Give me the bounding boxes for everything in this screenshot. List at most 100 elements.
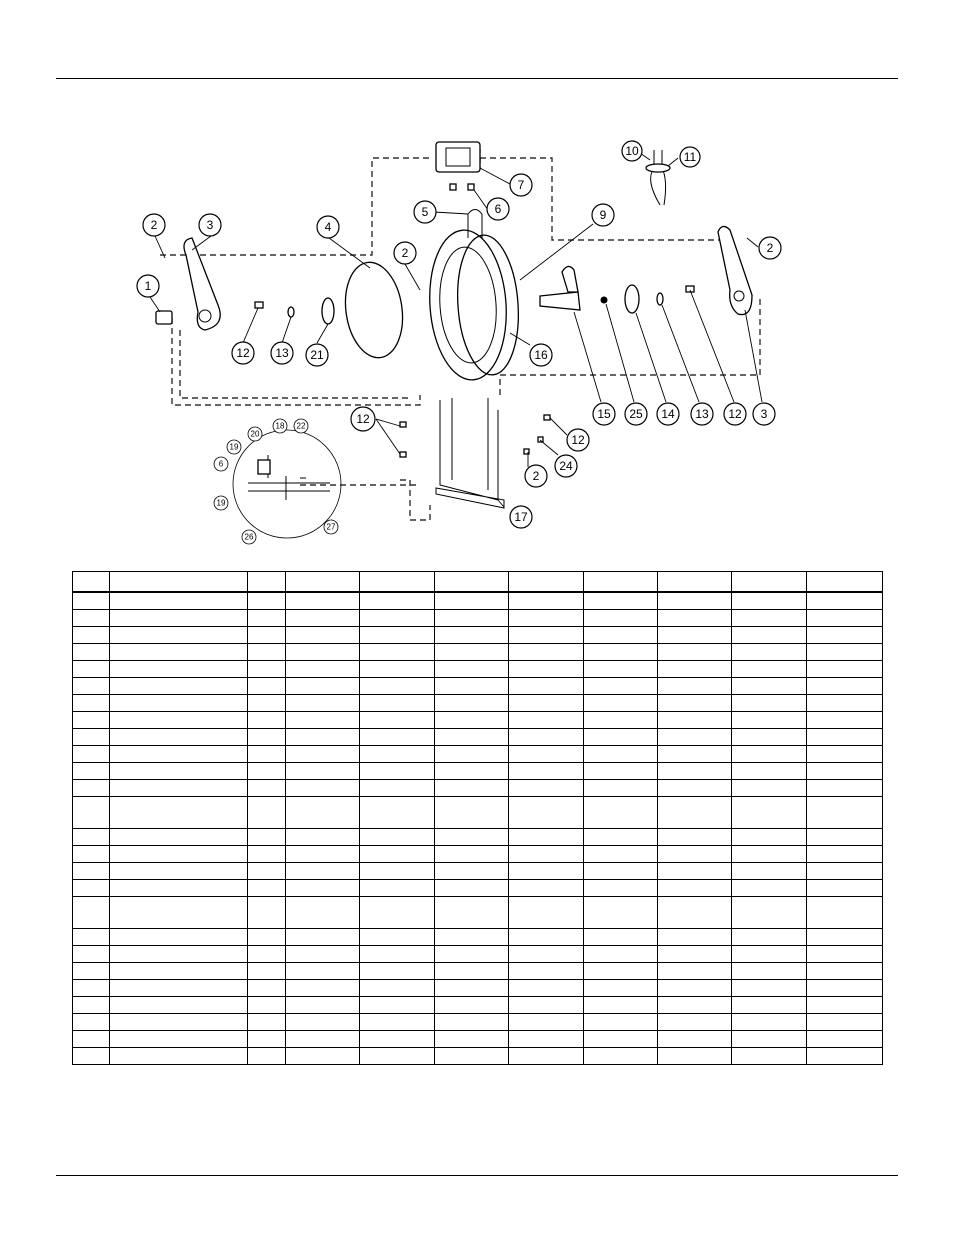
table-cell xyxy=(359,1013,435,1031)
table-cell xyxy=(359,591,435,610)
table-cell xyxy=(657,796,732,829)
table-cell xyxy=(109,796,248,829)
table-cell xyxy=(508,845,584,863)
table-cell xyxy=(657,677,732,695)
table-cell xyxy=(359,828,435,846)
table-cell xyxy=(359,945,435,963)
table-cell xyxy=(434,796,509,829)
table-cell xyxy=(109,862,248,880)
part-6-bolts xyxy=(449,183,457,191)
table-cell xyxy=(806,845,883,863)
table-cell xyxy=(657,928,732,946)
callout-17: 17 xyxy=(509,505,533,529)
table-row xyxy=(72,845,883,863)
table-cell xyxy=(657,609,732,627)
svg-text:6: 6 xyxy=(495,202,502,216)
callout-3: 3 xyxy=(198,213,222,237)
callout-3b: 3 xyxy=(752,402,776,426)
table-cell xyxy=(247,796,286,829)
table-cell xyxy=(806,728,883,746)
table-cell xyxy=(731,779,807,797)
table-row xyxy=(72,762,883,780)
table-cell xyxy=(731,711,807,729)
table-cell xyxy=(109,962,248,980)
table-row xyxy=(72,896,883,929)
part-4-side-plate xyxy=(344,261,404,359)
table-cell xyxy=(508,643,584,661)
table-cell xyxy=(109,609,248,627)
table-cell xyxy=(434,979,509,997)
part-3-right-arm xyxy=(717,225,753,316)
table-cell xyxy=(657,694,732,712)
table-cell xyxy=(731,591,807,610)
callout-5: 5 xyxy=(413,200,437,224)
svg-text:7: 7 xyxy=(518,178,525,192)
table-cell xyxy=(508,1013,584,1031)
table-row xyxy=(72,609,883,627)
table-cell xyxy=(583,879,658,897)
table-cell xyxy=(583,862,658,880)
table-cell xyxy=(731,626,807,644)
table-row xyxy=(72,660,883,678)
table-cell xyxy=(285,879,360,897)
table-cell xyxy=(806,828,883,846)
table-row xyxy=(72,1013,883,1031)
table-cell xyxy=(109,979,248,997)
table-cell xyxy=(806,643,883,661)
part-16-reel-front xyxy=(429,229,507,381)
table-cell xyxy=(806,677,883,695)
top-rule xyxy=(56,78,898,79)
table-cell xyxy=(247,1013,286,1031)
callout-18: 18 xyxy=(272,418,288,434)
svg-text:2: 2 xyxy=(402,246,409,260)
table-cell xyxy=(731,643,807,661)
part-14-hub-right xyxy=(624,284,640,314)
table-cell xyxy=(508,896,584,929)
table-row xyxy=(72,862,883,880)
table-cell xyxy=(434,745,509,763)
table-cell xyxy=(109,1047,248,1065)
table-cell xyxy=(247,979,286,997)
table-cell xyxy=(731,828,807,846)
table-cell xyxy=(434,1047,509,1065)
part-15-swivel xyxy=(539,291,581,311)
detail-view-circle xyxy=(232,429,342,539)
svg-text:15: 15 xyxy=(597,407,611,421)
callout-10: 10 xyxy=(621,140,643,162)
table-cell xyxy=(285,660,360,678)
svg-text:6: 6 xyxy=(219,460,224,469)
table-cell xyxy=(657,879,732,897)
table-cell xyxy=(583,609,658,627)
table-cell xyxy=(583,979,658,997)
table-cell xyxy=(434,609,509,627)
callout-26: 26 xyxy=(241,529,257,545)
table-cell xyxy=(508,728,584,746)
table-cell xyxy=(359,979,435,997)
table-cell xyxy=(583,945,658,963)
table-cell xyxy=(657,845,732,863)
table-cell xyxy=(359,928,435,946)
table-cell xyxy=(285,828,360,846)
table-row xyxy=(72,779,883,797)
table-cell xyxy=(731,845,807,863)
svg-text:2: 2 xyxy=(151,218,158,232)
table-cell xyxy=(657,762,732,780)
callout-12d: 12 xyxy=(566,428,590,452)
svg-text:12: 12 xyxy=(728,407,742,421)
table-cell xyxy=(359,609,435,627)
table-row xyxy=(72,711,883,729)
callout-25: 25 xyxy=(624,402,648,426)
table-cell xyxy=(285,643,360,661)
svg-text:18: 18 xyxy=(276,422,285,431)
part-13-ring-left xyxy=(287,306,295,318)
table-cell xyxy=(434,660,509,678)
table-cell xyxy=(806,660,883,678)
table-row xyxy=(72,643,883,661)
table-cell xyxy=(731,962,807,980)
table-cell xyxy=(109,996,248,1014)
callout-6-detail: 6 xyxy=(213,456,229,472)
table-cell xyxy=(285,728,360,746)
callout-6: 6 xyxy=(486,197,510,221)
table-cell xyxy=(508,879,584,897)
callout-15: 15 xyxy=(592,402,616,426)
